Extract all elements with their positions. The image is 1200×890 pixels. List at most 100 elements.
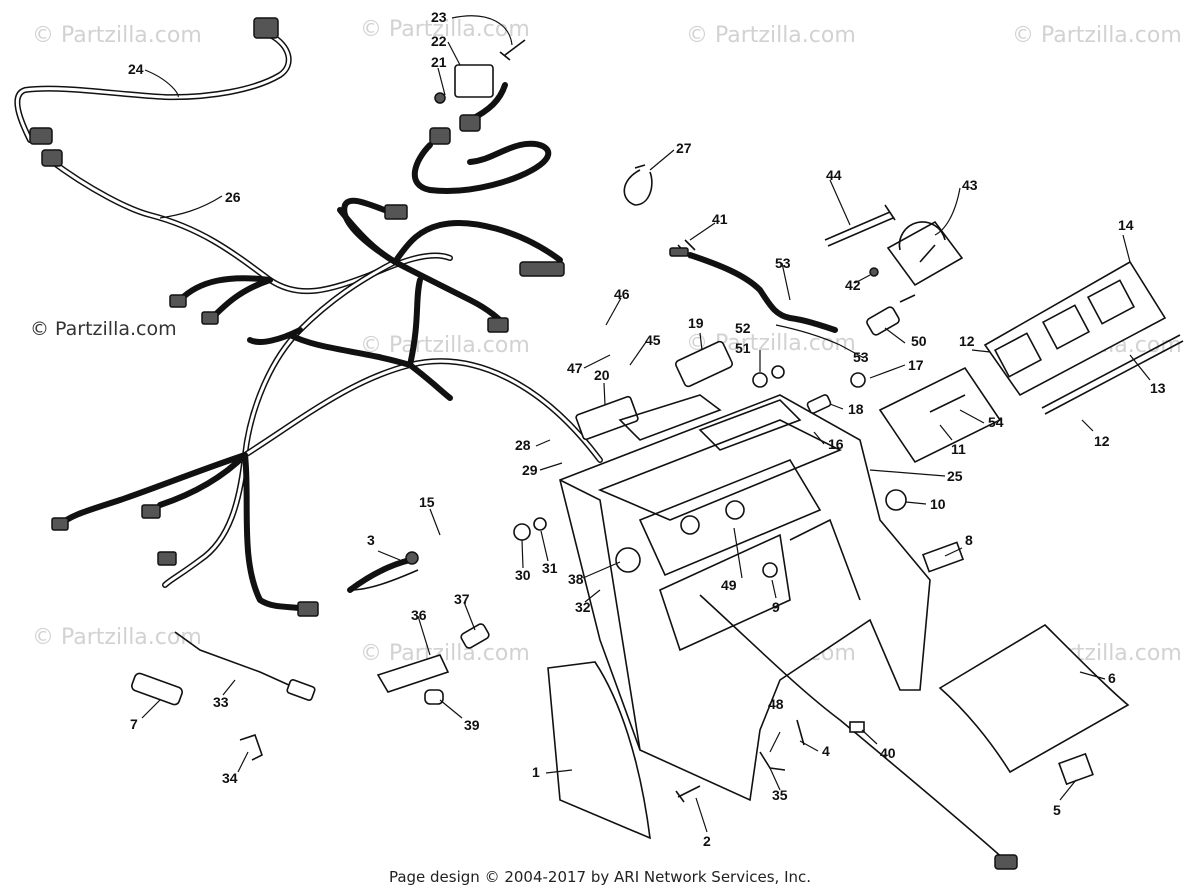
washer-31	[533, 517, 547, 531]
clip-34	[239, 733, 263, 761]
connector	[141, 504, 161, 519]
throttle-cable	[699, 594, 1006, 861]
callouts: 1 2 3 4 5 6 7 8 9 10 11 12 12 13 14 15 1…	[128, 9, 1166, 849]
watermark: © Partzilla.com	[360, 641, 530, 666]
callout-27: 27	[676, 140, 692, 156]
screw-2	[675, 785, 701, 803]
callout-46: 46	[614, 286, 630, 302]
small-parts	[131, 365, 866, 803]
footer-credit: Page design © 2004-2017 by ARI Network S…	[388, 868, 812, 886]
callout-20: 20	[594, 367, 610, 383]
socket-37	[460, 623, 490, 649]
connector	[201, 311, 219, 325]
callout-21: 21	[431, 54, 447, 70]
grommet-39	[424, 689, 444, 705]
connector	[384, 204, 408, 220]
plug-38	[615, 547, 641, 573]
callout-10: 10	[930, 496, 946, 512]
gauge-43	[869, 220, 964, 287]
console-body	[559, 394, 931, 802]
callout-42: 42	[845, 277, 861, 293]
callout-51: 51	[735, 340, 751, 356]
plug-18	[806, 394, 832, 414]
callout-49: 49	[721, 577, 737, 593]
watermark: © Partzilla.com	[686, 23, 856, 48]
callout-15: 15	[419, 494, 435, 510]
callout-47: 47	[567, 360, 583, 376]
callout-38: 38	[568, 571, 584, 587]
callout-6: 6	[1108, 670, 1116, 686]
side-panel-1	[547, 661, 651, 840]
callout-12b: 12	[1094, 433, 1110, 449]
cable-53	[669, 239, 838, 333]
decal-5	[1058, 752, 1094, 786]
callout-31: 31	[542, 560, 558, 576]
connector	[459, 114, 481, 132]
leader-lines	[141, 15, 1151, 833]
connector	[297, 601, 319, 617]
wiring-harness-24	[14, 17, 292, 145]
callout-12a: 12	[959, 333, 975, 349]
main-wiring-harness	[41, 149, 603, 617]
plug-7	[131, 672, 183, 706]
callout-29: 29	[522, 462, 538, 478]
bracket-36	[376, 654, 450, 693]
connector	[51, 517, 69, 531]
connector	[169, 294, 187, 308]
callout-23: 23	[431, 9, 447, 25]
screw	[499, 39, 526, 61]
callout-54: 54	[988, 414, 1004, 430]
callout-7: 7	[130, 716, 138, 732]
callout-14: 14	[1118, 217, 1134, 233]
callout-17: 17	[908, 357, 924, 373]
callout-53b: 53	[853, 349, 869, 365]
callout-48: 48	[768, 696, 784, 712]
ring-17	[850, 372, 866, 388]
callout-16: 16	[828, 436, 844, 452]
resistor-block	[454, 64, 494, 98]
clamp	[623, 164, 653, 206]
watermark: © Partzilla.com	[360, 333, 530, 358]
callout-33: 33	[213, 694, 229, 710]
watermark: © Partzilla.com	[32, 23, 202, 48]
trim-strip	[1041, 334, 1184, 415]
wiring-harness-22	[411, 39, 552, 194]
washer-52	[771, 365, 785, 379]
callout-25: 25	[947, 468, 963, 484]
callout-3: 3	[367, 532, 375, 548]
callout-9: 9	[772, 599, 780, 615]
cable-44	[824, 204, 896, 247]
callout-2: 2	[703, 833, 711, 849]
clip-40	[849, 721, 865, 733]
watermark: © Partzilla.com	[360, 17, 530, 42]
tray-6	[938, 623, 1130, 774]
callout-52: 52	[735, 320, 751, 336]
callout-1: 1	[532, 764, 540, 780]
callout-13: 13	[1150, 380, 1166, 396]
nut-30	[513, 523, 531, 541]
instrument-pod-14	[983, 260, 1184, 415]
connector	[519, 261, 565, 277]
callout-35: 35	[772, 787, 788, 803]
callout-22: 22	[431, 33, 447, 49]
callout-24: 24	[128, 61, 144, 77]
callout-19: 19	[688, 315, 704, 331]
callout-44: 44	[826, 167, 842, 183]
nut	[434, 92, 446, 104]
watermark: © Partzilla.com	[1012, 23, 1182, 48]
callout-43: 43	[962, 177, 978, 193]
callout-41: 41	[712, 211, 728, 227]
callout-32: 32	[575, 599, 591, 615]
nut-51	[752, 372, 768, 388]
callout-34: 34	[222, 770, 238, 786]
callout-37: 37	[454, 591, 470, 607]
callout-40: 40	[880, 745, 896, 761]
callout-11: 11	[951, 441, 966, 457]
bracket-35	[759, 751, 786, 771]
connector	[157, 551, 177, 566]
connector	[253, 17, 279, 39]
bolt-4	[796, 719, 805, 746]
connector	[487, 317, 509, 333]
brand-logo: © Partzilla.com	[30, 318, 177, 340]
